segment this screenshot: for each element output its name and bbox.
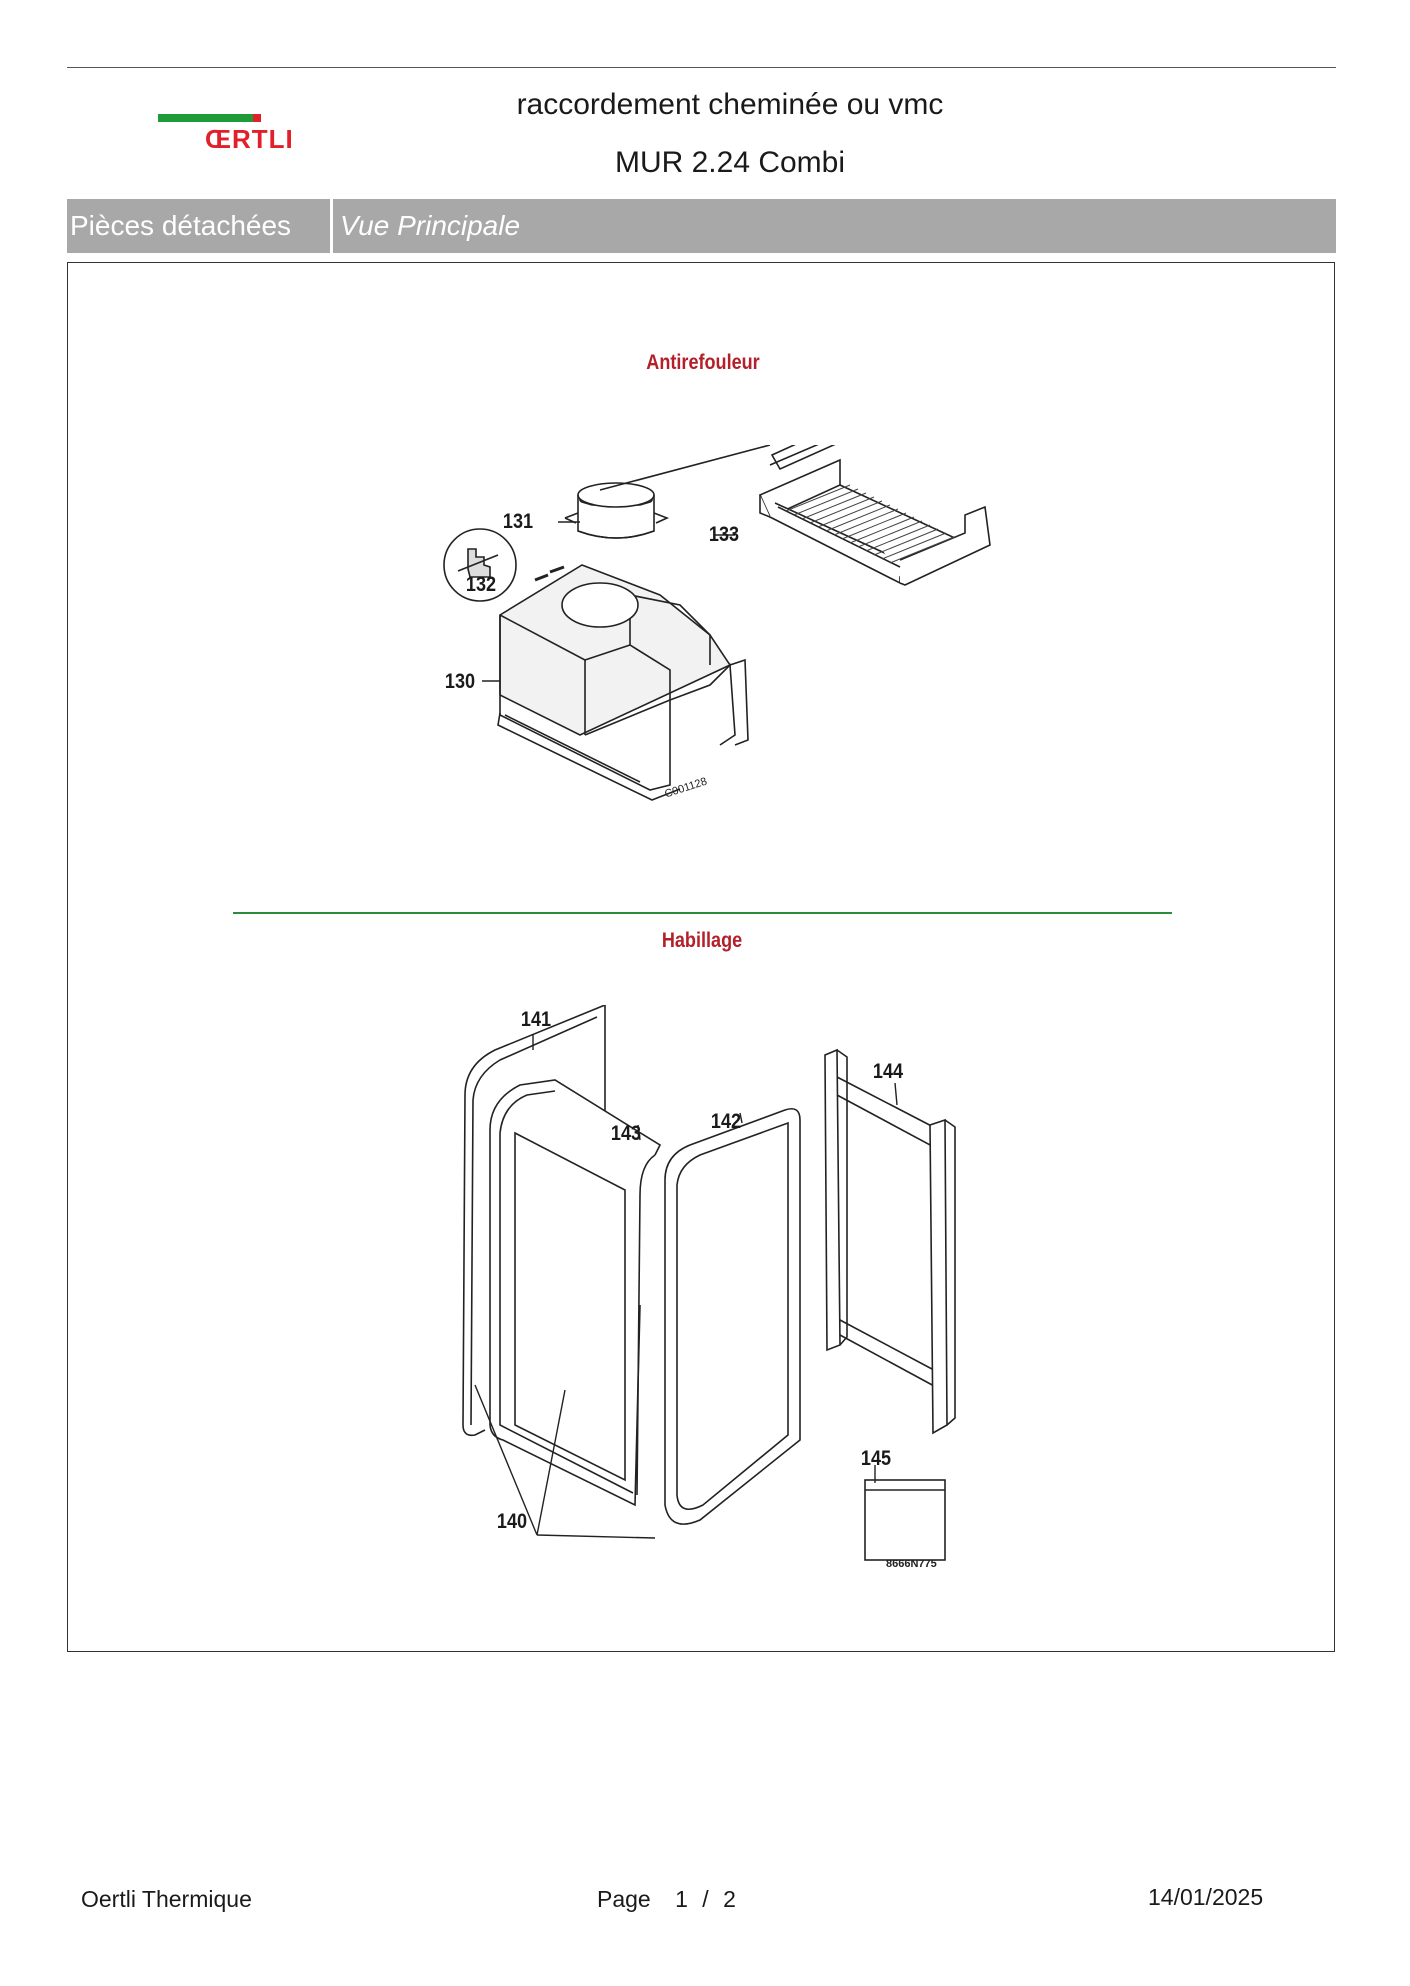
footer-page-separator: / [702,1886,709,1912]
collar-part-131 [564,482,670,539]
label-145: 145 [860,1447,892,1470]
label-140: 140 [496,1510,528,1533]
label-133: 133 [708,523,740,546]
sheet-part-145 [864,1479,946,1561]
label-130: 130 [444,670,476,693]
tray-part-133 [599,445,836,491]
diagram-frame [67,262,1335,1652]
detail-circle-part-132 [443,528,517,602]
footer-page-total: 2 [723,1886,736,1912]
antirefouleur-diagram [443,445,991,801]
label-132: 132 [465,573,497,596]
logo-text: ŒRTLI [205,124,294,154]
label-141: 141 [520,1008,552,1031]
label-143: 143 [610,1122,642,1145]
frame-part-144 [824,1048,956,1435]
logo-green-bar [158,114,253,122]
tray-body [758,458,991,586]
section-title-habillage: Habillage [661,929,743,952]
footer-company: Oertli Thermique [81,1886,252,1912]
logo-red-bar [253,114,261,122]
footer-page-current: 1 [675,1886,688,1912]
tab-bar: Pièces détachées Vue Principale [67,199,1336,253]
front-panel-part-143 [489,1079,662,1507]
label-142: 142 [710,1110,742,1133]
label-131: 131 [502,510,534,533]
footer-date: 14/01/2025 [1148,1884,1264,1910]
header-rule [67,67,1336,68]
tab-parts[interactable]: Pièces détachées [67,199,333,253]
oertli-logo: ŒRTLI [158,114,308,154]
tray-slats [785,484,955,564]
footer-page: Page 1 / 2 [597,1886,736,1913]
document-title: raccordement cheminée ou vmc [516,88,944,121]
side-panel-part-141 [462,1005,606,1437]
habillage-diagram [462,1005,956,1561]
section-title-antirefouleur: Antirefouleur [646,351,760,374]
label-144: 144 [872,1060,904,1083]
drawing-ref-8666n775: 8666N775 [886,1558,937,1570]
document-subtitle: MUR 2.24 Combi [614,146,846,179]
tab-main-view[interactable]: Vue Principale [340,210,521,241]
side-panel-part-142 [664,1107,801,1525]
footer-page-label: Page [597,1886,651,1912]
main-body-part-130 [497,564,749,801]
section-separator [233,912,1172,914]
